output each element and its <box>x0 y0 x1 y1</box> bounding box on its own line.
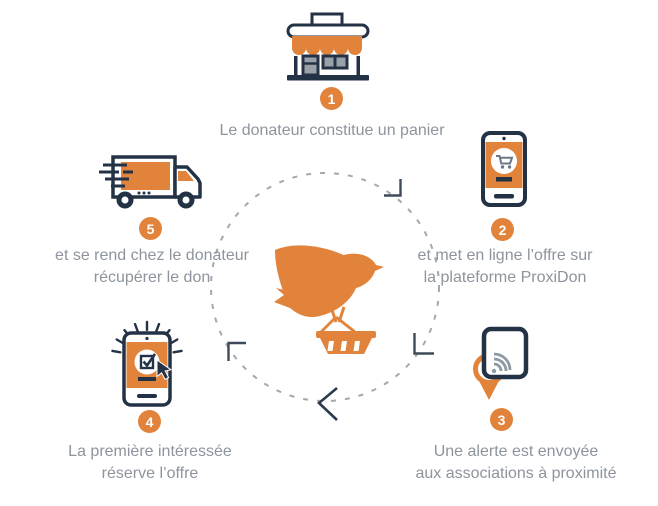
smartphone-cart-icon <box>481 131 527 207</box>
truck-cargo-panel <box>121 162 170 190</box>
step-3-caption: Une alerte est envoyée aux associations … <box>415 443 617 482</box>
store-awning <box>292 36 362 55</box>
wifi-signal-icon <box>493 352 512 372</box>
phone-home-bar <box>137 394 157 398</box>
bird-body <box>274 253 384 318</box>
location-pin-phone-alert-icon <box>473 326 529 400</box>
bird-leg <box>330 309 338 323</box>
speed-lines <box>99 163 133 188</box>
cycle-arrow-bottom-left-icon <box>227 341 246 361</box>
basket-handle <box>319 315 356 334</box>
checkbox <box>139 354 155 370</box>
delivery-truck-icon <box>99 155 202 209</box>
cycle-arrow-bottom-right-icon <box>413 333 434 355</box>
phone-home-bar <box>494 194 514 199</box>
smartphone-checkbox-cursor-icon <box>111 320 183 407</box>
step-2-badge: 2 <box>491 218 514 241</box>
step-3-badge: 3 <box>490 408 513 431</box>
cycle-arrow-bottom-chevron-icon <box>317 387 338 421</box>
checkmark-icon <box>142 353 157 368</box>
store-bar <box>286 23 370 39</box>
step-5-caption: et se rend chez le donateur récupérer le… <box>55 247 249 286</box>
truck-window <box>178 171 194 181</box>
cart-icon <box>496 155 514 165</box>
bird-carrying-shopping-basket-icon <box>274 245 384 354</box>
basket-slot <box>353 341 360 351</box>
step-4-badge: 4 <box>138 410 161 433</box>
cursor-icon <box>156 359 173 381</box>
step-4-caption: La première intéressée réserve l’offre <box>68 443 232 482</box>
dashed-ring <box>210 172 440 402</box>
basket-slot <box>327 341 334 351</box>
store-base <box>287 75 369 81</box>
step-1-badge: 1 <box>320 87 343 110</box>
basket-slot <box>340 341 347 351</box>
step-1-caption: Le donateur constitue un panier <box>219 122 445 139</box>
pin-point <box>477 377 501 400</box>
cycle-arrow-top-right-icon <box>384 179 402 197</box>
basket-rim <box>316 331 376 338</box>
store-door <box>301 54 320 77</box>
storefront-icon <box>286 12 370 81</box>
step-5-badge: 5 <box>139 217 162 240</box>
step-2-caption: et met en ligne l’offre sur la plateform… <box>417 247 593 286</box>
